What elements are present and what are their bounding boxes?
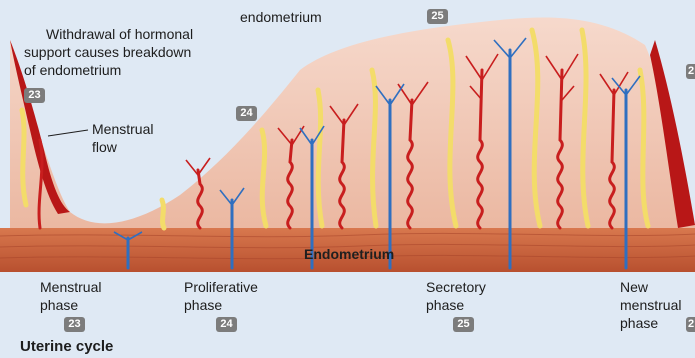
new-menstrual-phase-line1: New [620,279,648,295]
secretory-phase-line2: phase [426,297,464,313]
step-badge-top: 25 [427,9,448,24]
proliferative-phase-line2: phase [184,297,222,313]
step-badge-breakdown: 23 [24,88,45,103]
menstrual-flow-label-line1: Menstrual [92,121,153,137]
breakdown-caption-line2: support causes breakdown [24,44,191,60]
new-menstrual-phase-line2: menstrual [620,297,681,313]
endometrium-label: Endometrium [304,246,394,262]
breakdown-caption-line3: of endometrium [24,62,121,78]
breakdown-caption-line1: Withdrawal of hormonal [46,26,193,42]
top-endometrium-label: endometrium [240,9,322,25]
menstrual-phase-line2: phase [40,297,78,313]
step-badge-proliferation: 24 [236,106,257,121]
step-badge-new-menstrual: 2 [686,317,695,332]
new-menstrual-phase-line3: phase [620,315,658,331]
proliferative-phase-line1: Proliferative [184,279,258,295]
step-badge-menstrual: 23 [64,317,85,332]
step-badge-proliferative: 24 [216,317,237,332]
menstrual-flow-label-line2: flow [92,139,117,155]
uterine-cycle-title: Uterine cycle [20,338,113,355]
step-badge-secretory: 25 [453,317,474,332]
step-badge-cut-top: 2 [686,64,695,79]
menstrual-flow-leader [48,130,88,136]
secretory-phase-line1: Secretory [426,279,486,295]
menstrual-phase-line1: Menstrual [40,279,101,295]
